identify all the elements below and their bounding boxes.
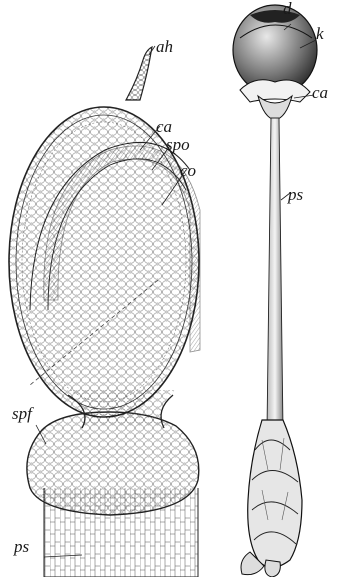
label-ps-left: ps: [14, 538, 29, 555]
label-ca-right: ca: [312, 84, 328, 101]
label-co: co: [180, 162, 196, 179]
label-spf: spf: [12, 405, 32, 422]
label-spo: spo: [166, 136, 190, 153]
label-d: d: [283, 0, 292, 17]
label-k: k: [316, 25, 324, 42]
label-ah: ah: [156, 38, 173, 55]
label-ps-right: ps: [288, 186, 303, 203]
habit-drawing: [233, 5, 317, 577]
label-ca-left: ca: [156, 118, 172, 135]
